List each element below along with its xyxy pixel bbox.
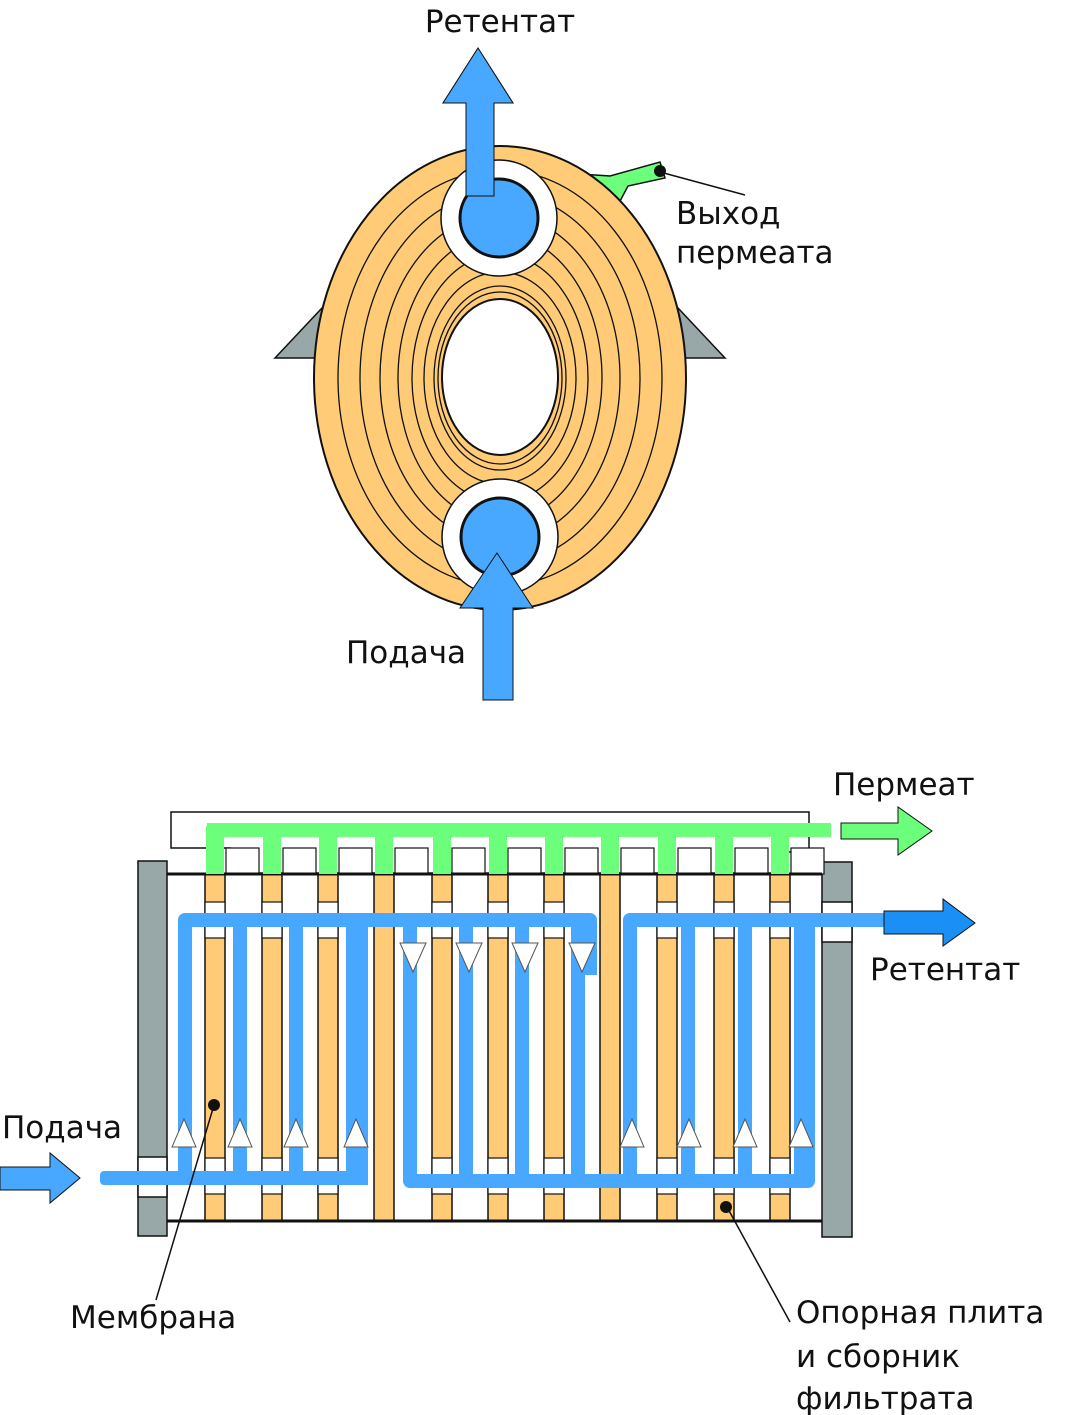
- membrane-label: Мембрана: [70, 1300, 236, 1336]
- membrane-leader: [155, 1104, 215, 1301]
- plate-frame-view: Пермеат Ретентат Подача Мембрана Опорная…: [0, 767, 1044, 1415]
- top-retentate-label: Ретентат: [425, 4, 575, 40]
- frame-box: [451, 847, 486, 875]
- permeate-drop: [489, 826, 507, 874]
- separator-plate: [599, 873, 621, 1222]
- permeate-outlet-leader: [659, 171, 746, 196]
- support-plate-leader-dot: [720, 1201, 732, 1213]
- permeate-drop: [771, 826, 789, 874]
- permeate-outlet-label-line2: пермеата: [676, 235, 834, 271]
- feed-in-arrow: [0, 1151, 81, 1205]
- flow-up-marker: [732, 1117, 758, 1148]
- frame-box: [507, 847, 542, 875]
- feed-arrow-up: [459, 552, 534, 701]
- frame-box: [225, 847, 260, 875]
- permeate-outlet-label-line1: Выход: [676, 196, 781, 232]
- outlet-channel: [630, 920, 815, 1188]
- flow-up-marker: [788, 1117, 814, 1148]
- support-plate-label-line3: фильтрата: [796, 1381, 975, 1415]
- support-plate-leader: [726, 1206, 791, 1323]
- flow-down-marker: [568, 942, 596, 974]
- support-plate-label-line1: Опорная плита: [796, 1295, 1044, 1331]
- downcomer-channel: [459, 920, 473, 1182]
- riser-channel: [681, 920, 695, 1182]
- frame-box: [790, 847, 825, 875]
- frame-box: [282, 847, 317, 875]
- frame-box: [394, 847, 429, 875]
- permeate-drop: [375, 826, 393, 874]
- permeate-outlet-dot: [654, 165, 666, 177]
- permeate-label: Пермеат: [833, 767, 975, 803]
- frame-box: [620, 847, 655, 875]
- flow-down-marker: [455, 942, 483, 974]
- flow-up-marker: [676, 1117, 702, 1148]
- feed-label: Подача: [2, 1110, 122, 1146]
- disc-module-view: Ретентат Выход пермеата Подача: [273, 4, 834, 701]
- permeate-drop: [319, 826, 337, 874]
- retentate-arrow-shaft: [442, 47, 514, 197]
- permeate-drop: [545, 826, 563, 874]
- membrane-leader-dot: [208, 1099, 220, 1111]
- membrane-ring: [437, 291, 563, 465]
- permeate-drop: [601, 826, 619, 874]
- riser-channel: [354, 920, 368, 1185]
- retentate-out-arrow: [883, 898, 976, 947]
- riser-channel: [289, 920, 303, 1178]
- frame-box: [564, 847, 599, 875]
- downcomer-channel: [515, 920, 529, 1182]
- membrane-plates: [204, 847, 825, 1222]
- permeate-header-pipe: [207, 823, 831, 837]
- permeate-drop: [433, 826, 451, 874]
- permeate-drop: [715, 826, 733, 874]
- top-feed-label: Подача: [346, 635, 466, 671]
- flow-up-marker: [171, 1117, 197, 1148]
- permeate-out-arrow: [840, 806, 933, 856]
- retentate-port: [458, 177, 540, 259]
- permeate-drop: [263, 826, 281, 874]
- frame-box: [734, 847, 769, 875]
- riser-channel: [233, 920, 247, 1178]
- retentate-label: Ретентат: [870, 952, 1020, 988]
- flow-down-marker: [399, 942, 427, 974]
- flow-up-marker: [619, 1117, 645, 1148]
- flow-up-marker: [227, 1117, 253, 1148]
- riser-channel: [738, 920, 752, 1182]
- permeate-manifold: [206, 823, 831, 874]
- frame-box: [677, 847, 712, 875]
- downcomer-channel: [571, 920, 585, 1182]
- flow-up-marker: [343, 1117, 369, 1148]
- support-plate-label-line2: и сборник: [796, 1339, 960, 1375]
- flow-up-marker: [283, 1117, 309, 1148]
- permeate-drop: [658, 826, 676, 874]
- central-hole: [441, 298, 559, 456]
- flow-direction-markers: [171, 942, 814, 1148]
- frame-box: [338, 847, 373, 875]
- permeate-drop: [206, 826, 224, 874]
- membrane-ring: [433, 285, 567, 471]
- flow-down-marker: [511, 942, 539, 974]
